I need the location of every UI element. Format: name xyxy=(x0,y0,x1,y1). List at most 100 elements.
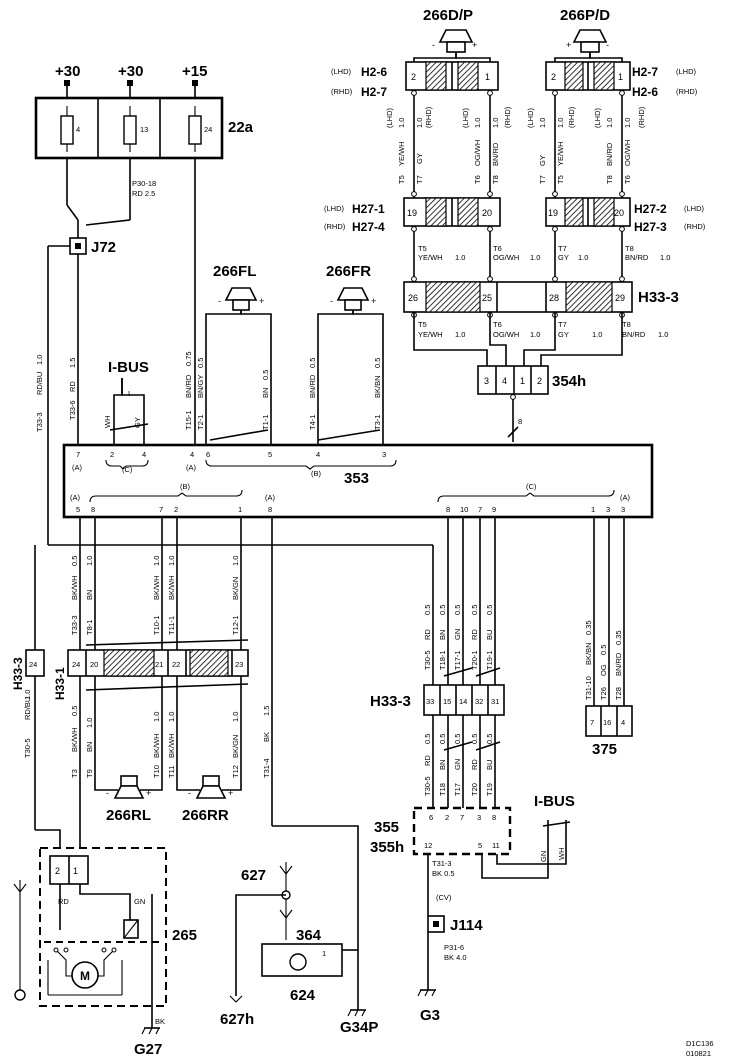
svg-text:GY: GY xyxy=(558,253,569,262)
svg-text:BK/WH: BK/WH xyxy=(70,575,79,600)
svg-text:T5: T5 xyxy=(418,320,427,329)
svg-text:0.5: 0.5 xyxy=(423,734,432,744)
svg-text:4: 4 xyxy=(142,450,146,459)
fuse-box-22a: +30 +30 +15 4 13 24 22a xyxy=(34,63,254,160)
svg-text:20: 20 xyxy=(90,660,98,669)
svg-text:624: 624 xyxy=(290,987,316,1004)
svg-text:T9: T9 xyxy=(85,769,94,778)
svg-text:266P/D: 266P/D xyxy=(560,7,610,24)
svg-text:T8: T8 xyxy=(622,320,631,329)
drawing-date: 010821 xyxy=(686,1049,711,1058)
svg-text:H2-6: H2-6 xyxy=(632,85,658,99)
svg-text:1.0: 1.0 xyxy=(35,355,44,365)
connector-354h: 3 4 1 2 354h 8 xyxy=(477,365,586,442)
svg-text:YE/WH: YE/WH xyxy=(418,253,443,262)
svg-text:0.5: 0.5 xyxy=(261,370,270,380)
svg-text:265: 265 xyxy=(172,927,197,944)
svg-text:T6: T6 xyxy=(493,244,502,253)
svg-text:(LHD): (LHD) xyxy=(331,67,352,76)
svg-text:J72: J72 xyxy=(91,239,116,256)
svg-text:G27: G27 xyxy=(134,1041,162,1058)
svg-text:BN: BN xyxy=(85,742,94,752)
svg-text:16: 16 xyxy=(603,718,611,727)
svg-text:266RR: 266RR xyxy=(182,807,229,824)
svg-text:BN: BN xyxy=(85,590,94,600)
svg-text:0.35: 0.35 xyxy=(614,630,623,645)
svg-text:354h: 354h xyxy=(552,373,586,390)
svg-text:T17: T17 xyxy=(453,783,462,796)
svg-text:(A): (A) xyxy=(72,463,83,472)
svg-text:364: 364 xyxy=(296,927,322,944)
svg-text:8: 8 xyxy=(492,813,496,822)
svg-text:T10: T10 xyxy=(152,765,161,778)
svg-text:7: 7 xyxy=(478,505,482,514)
svg-text:4: 4 xyxy=(316,450,320,459)
svg-text:H33-3: H33-3 xyxy=(638,289,679,306)
svg-text:H2-7: H2-7 xyxy=(361,85,387,99)
svg-text:4: 4 xyxy=(76,125,80,134)
svg-text:I-BUS: I-BUS xyxy=(534,793,575,810)
svg-text:6: 6 xyxy=(429,813,433,822)
svg-text:1.5: 1.5 xyxy=(68,358,77,368)
svg-text:T17-1: T17-1 xyxy=(453,650,462,670)
svg-text:1: 1 xyxy=(322,949,326,958)
svg-text:3: 3 xyxy=(621,505,625,514)
svg-text:266FL: 266FL xyxy=(213,263,256,280)
connector-h2-left: 2 1 (LHD) H2-6 (RHD) H2-7 xyxy=(331,61,499,99)
speaker-icon xyxy=(572,29,608,43)
svg-text:H2-7: H2-7 xyxy=(632,65,658,79)
svg-text:(LHD): (LHD) xyxy=(324,204,345,213)
svg-text:355: 355 xyxy=(374,819,399,836)
svg-text:2: 2 xyxy=(537,376,542,386)
svg-text:P31-6: P31-6 xyxy=(444,943,464,952)
svg-text:1.0: 1.0 xyxy=(167,712,176,722)
svg-text:(LHD): (LHD) xyxy=(461,107,470,128)
speaker-icon xyxy=(224,287,258,301)
svg-text:WH: WH xyxy=(557,848,566,861)
svg-text:G34P: G34P xyxy=(340,1019,378,1036)
svg-text:T5: T5 xyxy=(397,175,406,184)
svg-text:T18: T18 xyxy=(438,783,447,796)
svg-text:1.0: 1.0 xyxy=(415,118,424,128)
svg-text:(A): (A) xyxy=(265,493,276,502)
svg-text:2: 2 xyxy=(445,813,449,822)
svg-text:1.0: 1.0 xyxy=(231,556,240,566)
svg-text:RD/BU: RD/BU xyxy=(23,697,32,720)
svg-text:GN: GN xyxy=(539,851,548,862)
svg-text:1.0: 1.0 xyxy=(23,690,32,700)
svg-text:P30-18: P30-18 xyxy=(132,179,156,188)
svg-text:7: 7 xyxy=(159,505,163,514)
svg-text:BN/GY: BN/GY xyxy=(196,375,205,398)
svg-text:GY: GY xyxy=(558,330,569,339)
svg-text:T5: T5 xyxy=(556,175,565,184)
svg-text:(RHD): (RHD) xyxy=(331,87,353,96)
speaker-266fl: 266FL -+ xyxy=(213,263,264,311)
svg-text:T8: T8 xyxy=(625,244,634,253)
svg-text:H27-2: H27-2 xyxy=(634,202,667,216)
svg-text:14: 14 xyxy=(459,697,467,706)
svg-text:10: 10 xyxy=(460,505,468,514)
svg-text:19: 19 xyxy=(548,208,558,218)
svg-text:OG/WH: OG/WH xyxy=(623,140,632,166)
svg-text:T26: T26 xyxy=(599,687,608,700)
svg-text:1.0: 1.0 xyxy=(605,118,614,128)
svg-text:1: 1 xyxy=(591,505,595,514)
svg-text:0.5: 0.5 xyxy=(423,605,432,615)
speaker-266dp: 266D/P -+ xyxy=(423,7,477,53)
svg-text:T30-5: T30-5 xyxy=(423,776,432,796)
svg-text:(A): (A) xyxy=(186,463,197,472)
svg-text:3: 3 xyxy=(382,450,386,459)
unit-355: 6 2 7 3 8 12 5 11 355 355h I-BUS xyxy=(370,793,575,856)
speaker-icon xyxy=(336,287,370,301)
svg-text:T31-4: T31-4 xyxy=(262,758,271,778)
svg-text:BN: BN xyxy=(261,388,270,398)
speaker-icon xyxy=(195,785,227,799)
svg-text:627h: 627h xyxy=(220,1011,254,1028)
svg-text:0.35: 0.35 xyxy=(584,620,593,635)
svg-text:2: 2 xyxy=(411,72,416,82)
svg-text:28: 28 xyxy=(549,293,559,303)
supply-label: +15 xyxy=(182,63,207,80)
svg-text:1.0: 1.0 xyxy=(167,556,176,566)
svg-text:-: - xyxy=(432,40,435,50)
svg-text:(RHD): (RHD) xyxy=(324,222,346,231)
